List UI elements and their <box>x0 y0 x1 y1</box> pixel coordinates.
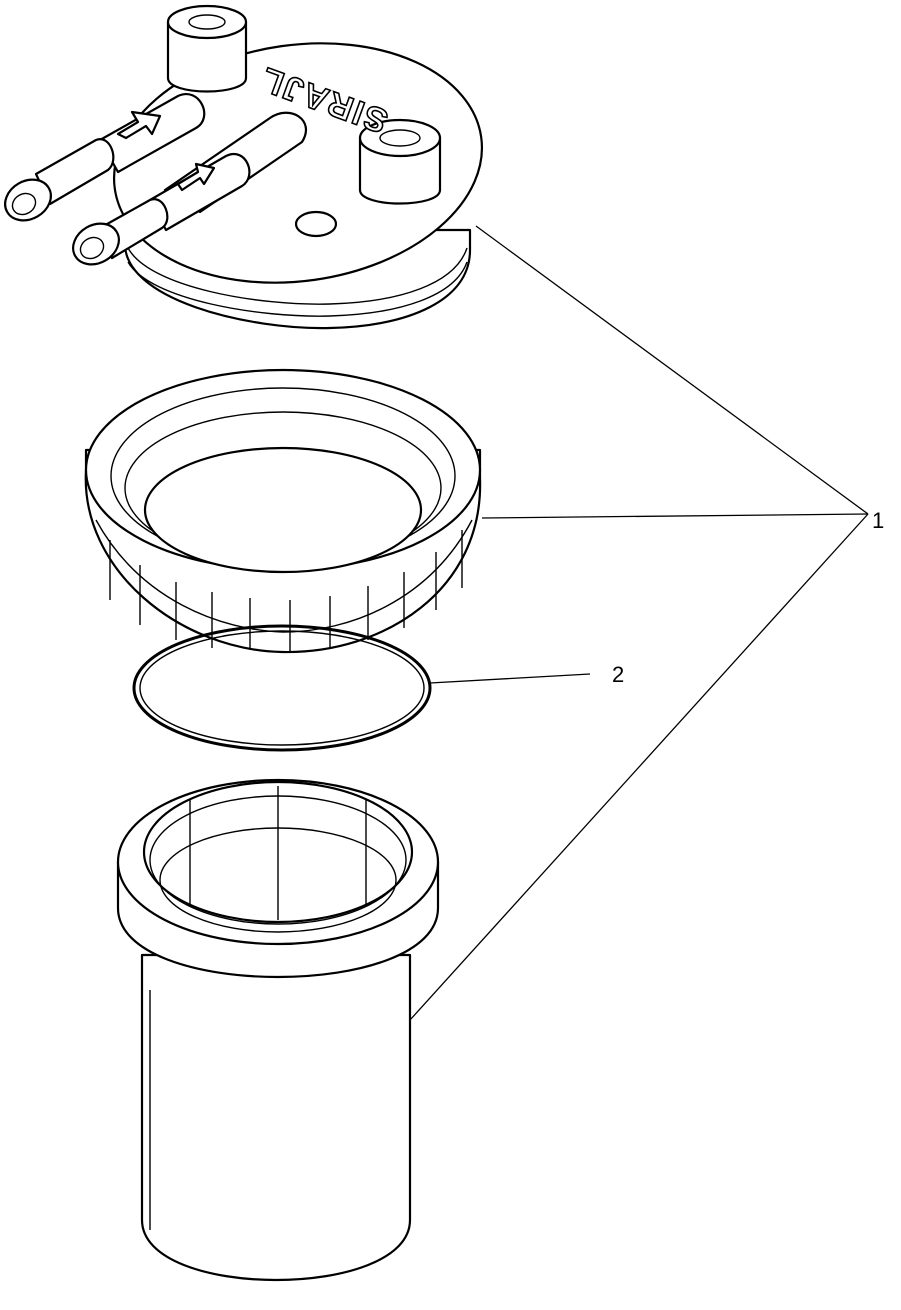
o-ring <box>132 624 432 752</box>
leader-1-ring <box>481 513 869 519</box>
leader-2-oring <box>429 673 591 684</box>
fuel-pump-cap: SIRAJL <box>4 4 484 330</box>
callout-1: 1 <box>872 508 884 533</box>
lock-ring <box>84 368 482 654</box>
strainer-canister <box>116 778 440 1281</box>
leader-lines <box>409 225 869 1021</box>
callout-2: 2 <box>612 662 624 687</box>
inlet-nipple <box>72 152 251 266</box>
leader-1-canister <box>409 513 869 1021</box>
outlet-nipple <box>4 93 206 222</box>
leader-1-cap <box>475 225 869 515</box>
